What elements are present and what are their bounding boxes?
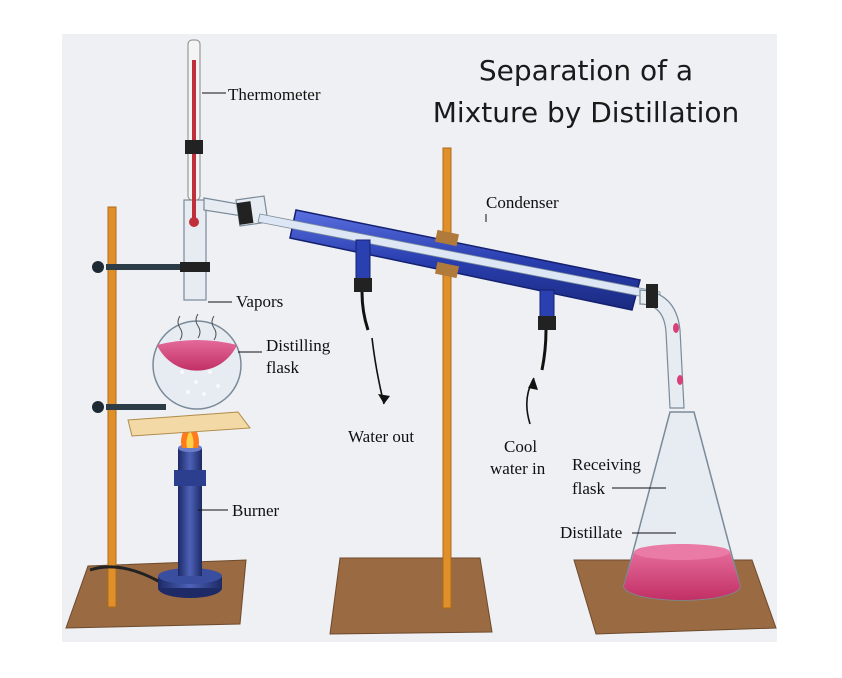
diagram-title-line2: Mixture by Distillation [433,96,740,129]
burner-collar [174,470,206,486]
label-thermometer: Thermometer [228,85,321,104]
receiving-adapter [639,284,685,409]
thermometer-stopper [185,140,203,154]
label-water-out: Water out [348,427,414,446]
water-out-arm [355,239,371,281]
distilling-flask [152,197,245,410]
condenser-clamp-bottom [434,261,460,279]
middle-stand-base [329,557,493,635]
condenser-clamp-top [434,229,460,247]
diagram-title-line1: Separation of a [479,54,693,87]
lower-clamp-arm [106,404,166,410]
mixture-liquid [157,340,237,371]
condenser [257,209,661,330]
label-receiving-flask-1: Receiving [572,455,641,474]
label-cool-water-in-1: Cool [504,437,537,456]
thermometer [185,39,203,227]
vapor-wisps [177,313,217,341]
label-receiving-flask-2: flask [572,479,606,498]
water-in-arm [539,289,555,321]
flask-clamp-grip [180,262,210,272]
middle-stand-rod [442,147,452,609]
middle-ring-stand [329,147,493,635]
receiving-flask [623,411,741,601]
leader-lines [198,92,676,534]
label-distilling-flask-2: flask [266,358,300,377]
burner-hose [89,565,161,584]
label-distillate: Distillate [560,523,622,542]
heating-platform [127,411,251,437]
label-distilling-flask-1: Distilling [266,336,331,355]
upper-clamp-arm [106,264,198,270]
label-burner: Burner [232,501,280,520]
distillate-liquid [624,552,740,600]
label-cool-water-in-2: water in [490,459,546,478]
flow-arrows [371,337,538,425]
upper-clamp-knob [92,261,104,273]
label-condenser: Condenser [486,193,559,212]
water-hoses [360,291,548,371]
lower-clamp-knob [92,401,104,413]
burner-barrel [178,448,202,576]
label-vapors: Vapors [236,292,283,311]
